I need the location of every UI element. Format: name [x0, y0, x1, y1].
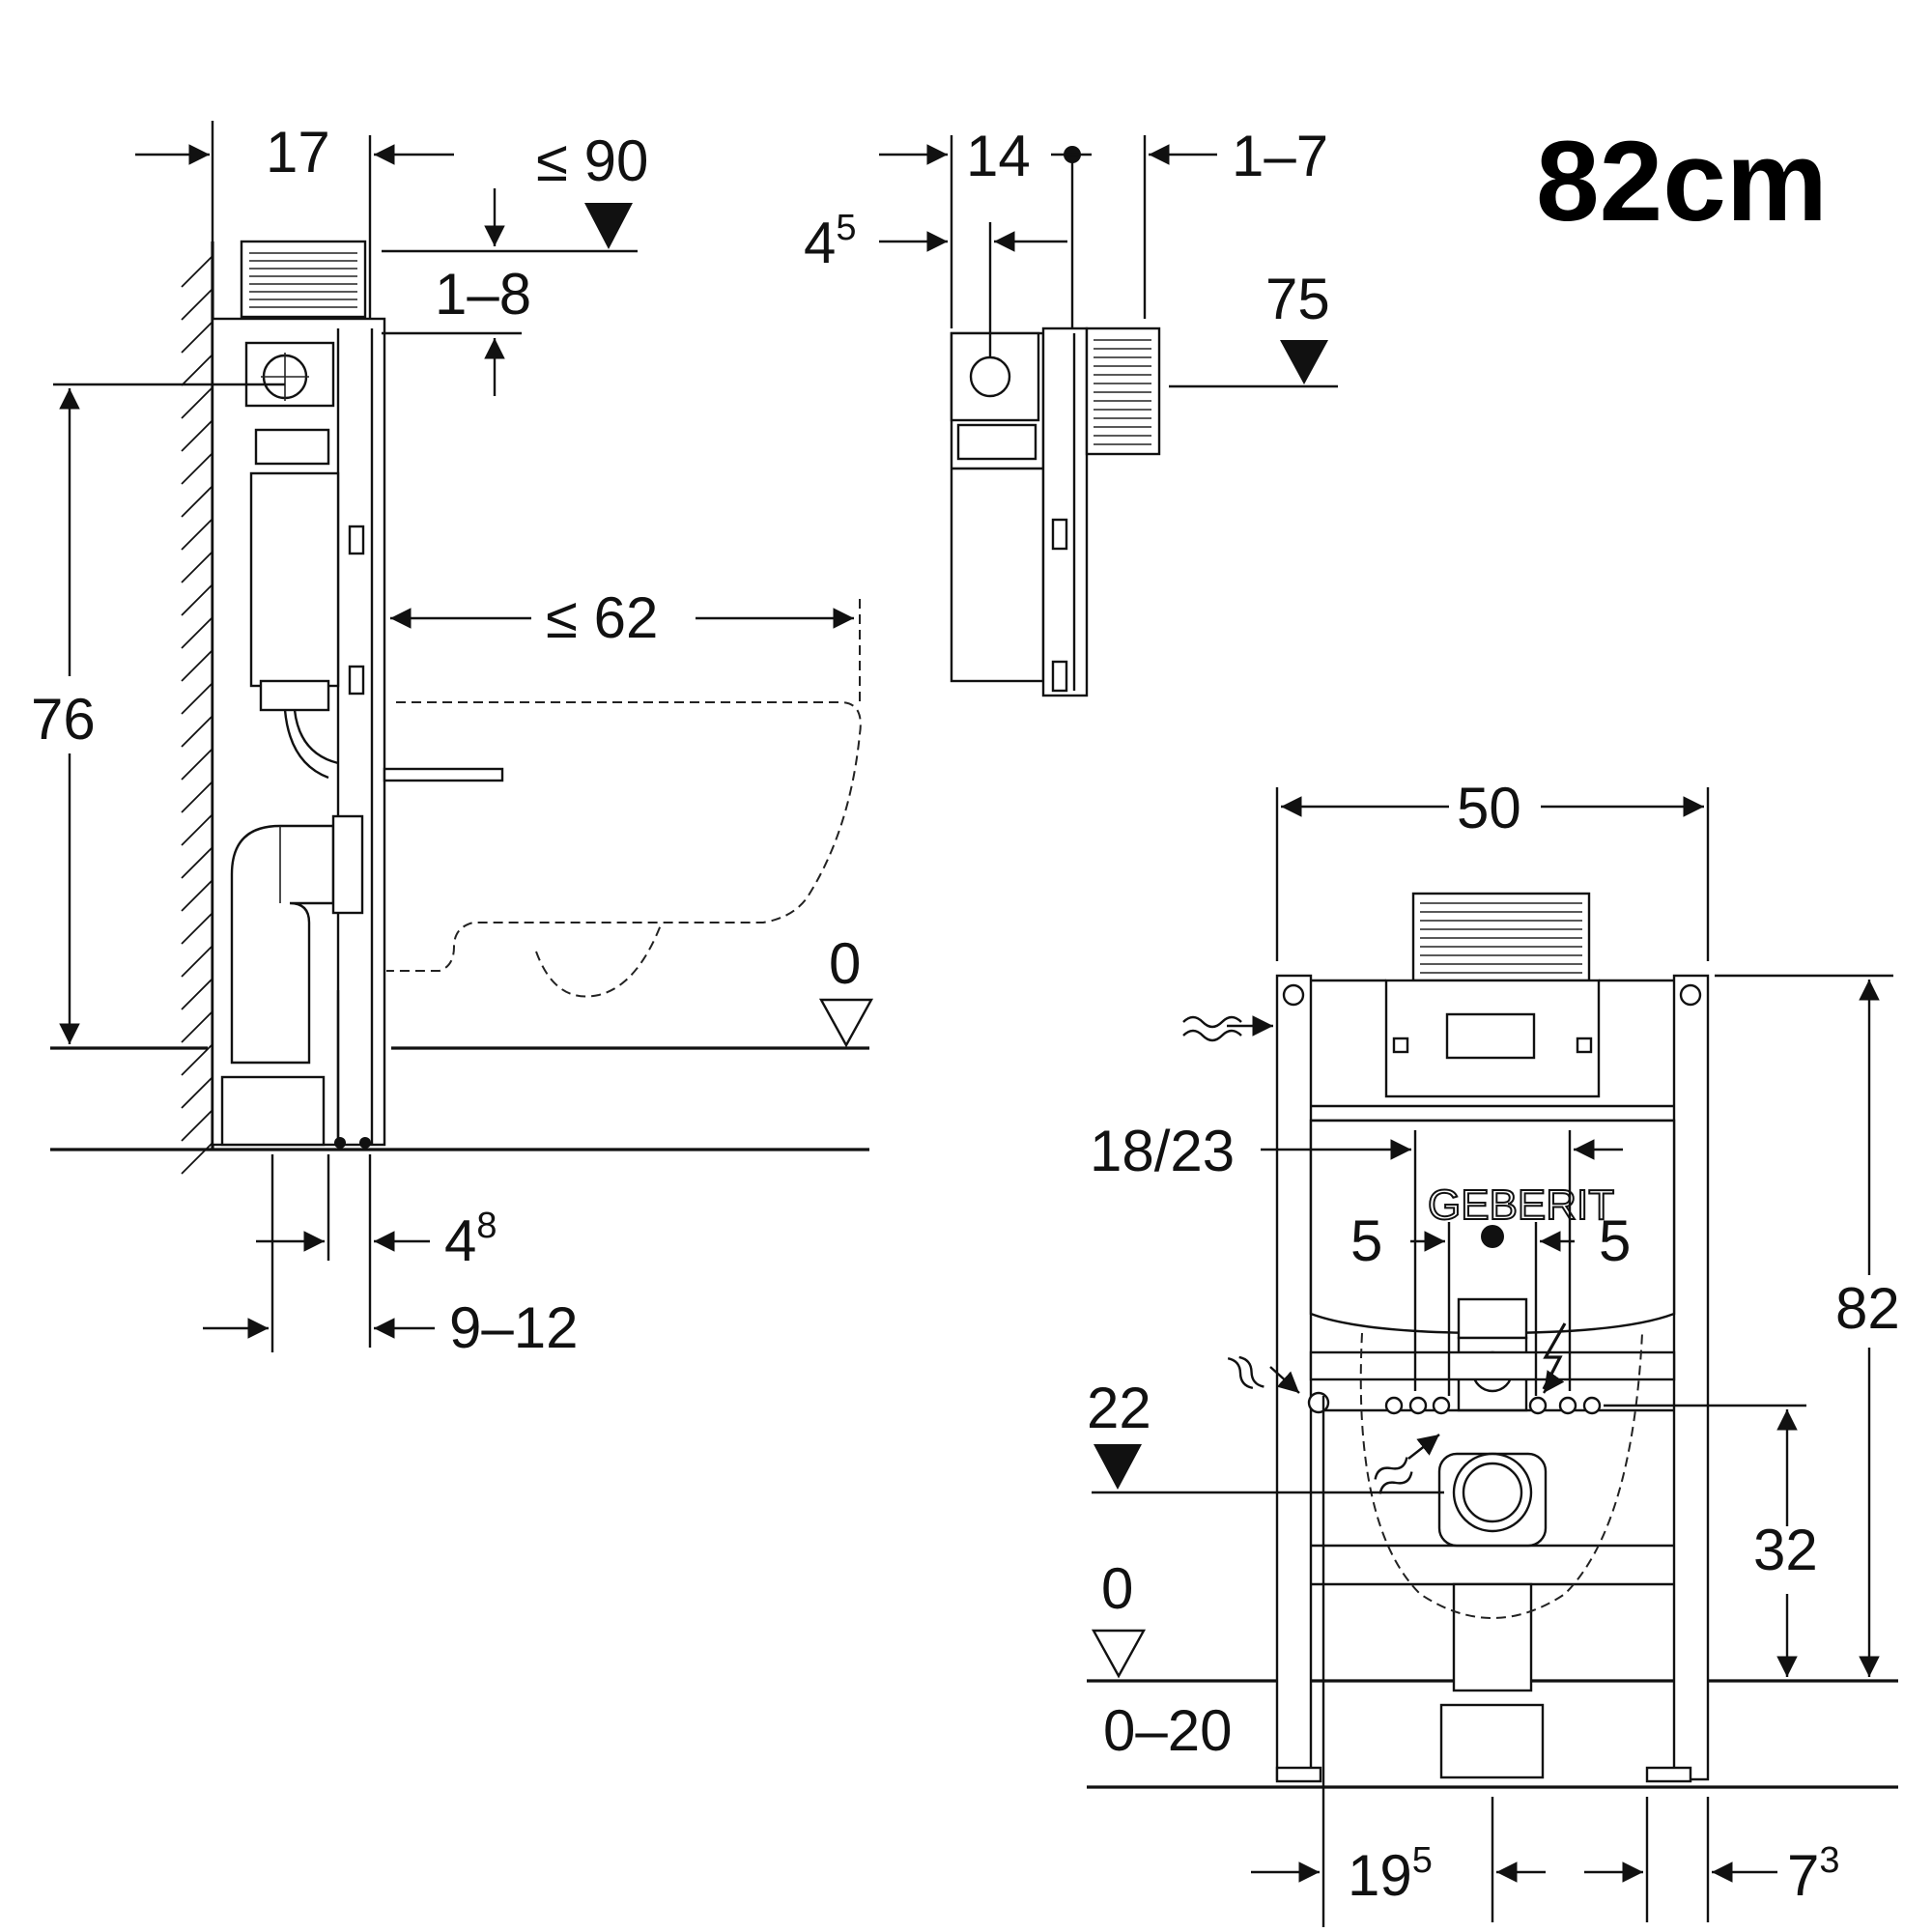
- frame-rail-small: [1041, 327, 1089, 697]
- water-supply-icon: [1227, 1355, 1300, 1394]
- drain-elbow-front: [1439, 1703, 1545, 1779]
- dim-side-floor-level: 0: [829, 931, 861, 996]
- floor-level-triangle: [818, 998, 874, 1048]
- frame-slot: [1051, 660, 1068, 693]
- hatch-line: [181, 419, 213, 452]
- dim-side-foot-offset: 48: [444, 1206, 497, 1273]
- right-leg: [1672, 974, 1710, 1781]
- hatch-line: [181, 485, 213, 518]
- cistern-label: [254, 428, 330, 466]
- hatch-line: [181, 715, 213, 748]
- pipe-connector: [331, 814, 364, 915]
- dim-front-width: 50: [1457, 776, 1521, 840]
- dim-side-depth-range: 9–12: [449, 1295, 578, 1360]
- hatch-line: [181, 1142, 213, 1175]
- level-triangle: [1094, 1444, 1142, 1490]
- toilet-outline: [386, 701, 862, 972]
- floor-level-triangle-front: [1091, 1629, 1147, 1679]
- drain-pipe-front: [1452, 1582, 1533, 1692]
- frame-height-title: 82cm: [1536, 118, 1828, 245]
- dim-front-leg-adjust: 0–20: [1103, 1698, 1232, 1763]
- hatch-line: [181, 321, 213, 354]
- cistern-outlet: [259, 679, 330, 712]
- hatch-line: [181, 879, 213, 912]
- dim-side-plate-adjust: 1–8: [435, 262, 531, 327]
- frame-slot: [348, 525, 365, 555]
- dim-side-projection: ≤ 62: [546, 585, 658, 650]
- dim-front-left-5: 5: [1350, 1208, 1382, 1273]
- dim-small-level: 75: [1265, 267, 1330, 331]
- frame-slot: [348, 665, 365, 696]
- small-view: 14 1–7 45 75: [804, 124, 1338, 697]
- dim-front-drain-offset: 195: [1348, 1840, 1433, 1908]
- hatch-line: [181, 616, 213, 649]
- drain-pipe-floor: [220, 1075, 326, 1147]
- dim-front-spacing: 18/23: [1090, 1119, 1235, 1183]
- front-view: GEBERIT 50 82: [1087, 776, 1900, 1927]
- hatch-line: [181, 551, 213, 583]
- dim-front-drain-height: 22: [1087, 1376, 1151, 1440]
- hatch-line: [181, 1010, 213, 1043]
- dim-front-right-5: 5: [1599, 1208, 1631, 1273]
- dim-side-max-height: ≤ 90: [536, 128, 648, 193]
- hatch-line: [181, 682, 213, 715]
- cistern-side: [249, 471, 340, 688]
- hatch-line: [181, 813, 213, 846]
- mounting-rail: [1309, 1350, 1676, 1381]
- dim-small-offset: 45: [804, 208, 857, 275]
- hatch-line: [181, 846, 213, 879]
- water-supply-icon: [1182, 1015, 1273, 1042]
- dim-front-right-offset: 73: [1787, 1840, 1840, 1908]
- brand-label: GEBERIT: [1428, 1181, 1614, 1229]
- toilet-bowl-outline: [535, 922, 663, 998]
- dim-small-depth: 14: [966, 124, 1031, 188]
- flush-plate-window: [1445, 1012, 1536, 1060]
- flush-plate-top: [240, 240, 367, 319]
- hatch-line: [181, 518, 213, 551]
- hatch-line: [181, 288, 213, 321]
- hatch-line: [181, 978, 213, 1010]
- side-view: 17 ≤ 90 1–8 76 ≤ 62 0 48 9–12: [31, 120, 874, 1360]
- hatch-line: [181, 748, 213, 781]
- valve-circle-small: [969, 355, 1011, 398]
- hatch-line: [181, 255, 213, 288]
- hatch-line: [181, 386, 213, 419]
- hatch-line: [181, 354, 213, 386]
- wall-section: [181, 242, 214, 1175]
- dim-side-height: 76: [31, 687, 96, 752]
- hatch-line: [181, 583, 213, 616]
- dim-front-floor-level: 0: [1101, 1556, 1133, 1621]
- flush-box-top: [1411, 892, 1591, 982]
- dim-front-total-height: 82: [1835, 1276, 1900, 1341]
- hatch-line: [181, 781, 213, 813]
- hatch-line: [181, 452, 213, 485]
- water-supply-icon: [1374, 1434, 1440, 1494]
- hatch-line: [181, 912, 213, 945]
- hatch-line: [181, 945, 213, 978]
- level-triangle: [1280, 340, 1328, 384]
- dim-side-width: 17: [266, 120, 330, 185]
- hatch-line: [181, 1109, 213, 1142]
- frame-slot: [1051, 518, 1068, 551]
- electrical-supply-icon: [1542, 1322, 1567, 1394]
- cistern-label-small: [956, 423, 1037, 461]
- dim-small-wall-range: 1–7: [1232, 124, 1328, 188]
- level-triangle: [584, 203, 633, 249]
- mounting-bolt: [383, 767, 504, 782]
- dim-front-bolt-height: 32: [1753, 1518, 1818, 1582]
- hatch-line: [181, 649, 213, 682]
- valve-block: [1457, 1297, 1528, 1340]
- hatch-line: [181, 1076, 213, 1109]
